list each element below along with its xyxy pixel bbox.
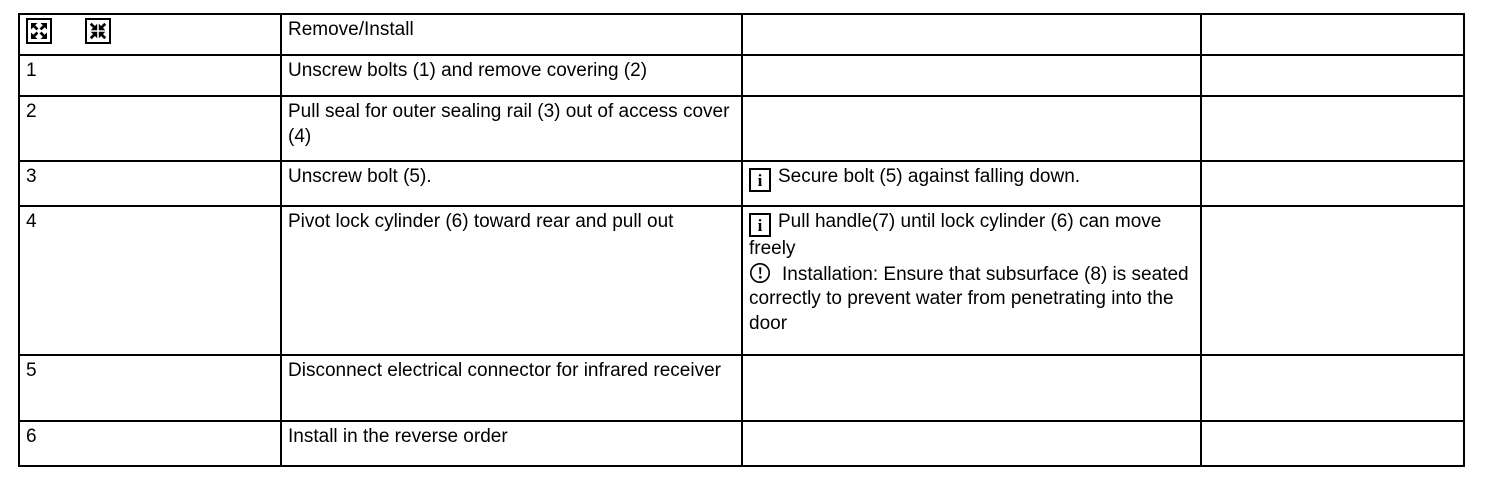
step-number: 2 — [18, 95, 282, 162]
table-row: 3 Unscrew bolt (5). i Secure bolt (5) aga… — [18, 160, 1465, 207]
header-blank-cell — [1200, 13, 1465, 56]
step-description: Disconnect electrical connector for infr… — [280, 354, 743, 422]
step-description: Unscrew bolts (1) and remove covering (2… — [280, 54, 743, 97]
step-description: Pull seal for outer sealing rail (3) out… — [280, 95, 743, 162]
procedure-table: Remove/Install 1 Unscrew bolts (1) and r… — [18, 13, 1465, 467]
attention-icon — [749, 262, 771, 284]
step-note — [741, 95, 1202, 162]
step-number: 5 — [18, 354, 282, 422]
note-text: Pull handle(7) until lock cylinder (6) c… — [749, 211, 1162, 259]
table-row: 4 Pivot lock cylinder (6) toward rear an… — [18, 205, 1465, 356]
table-row: 6 Install in the reverse order — [18, 420, 1465, 467]
table-row: 1 Unscrew bolts (1) and remove covering … — [18, 54, 1465, 97]
step-note — [741, 420, 1202, 467]
step-note — [741, 54, 1202, 97]
step-description: Install in the reverse order — [280, 420, 743, 467]
step-number: 6 — [18, 420, 282, 467]
table-row: 2 Pull seal for outer sealing rail (3) o… — [18, 95, 1465, 162]
note-text: Installation: Ensure that subsurface (8)… — [749, 263, 1189, 335]
step-number: 4 — [18, 205, 282, 356]
step-number: 1 — [18, 54, 282, 97]
step-blank — [1200, 54, 1465, 97]
step-description: Unscrew bolt (5). — [280, 160, 743, 207]
note-text: Secure bolt (5) against falling down. — [778, 166, 1081, 187]
step-blank — [1200, 160, 1465, 207]
step-note — [741, 354, 1202, 422]
step-blank — [1200, 205, 1465, 356]
install-icon — [85, 18, 112, 44]
note-line: Installation: Ensure that subsurface (8)… — [749, 262, 1194, 337]
step-blank — [1200, 354, 1465, 422]
info-icon: i — [749, 213, 771, 237]
note-line: i Secure bolt (5) against falling down. — [749, 165, 1194, 192]
info-icon: i — [749, 168, 771, 192]
table-row: 5 Disconnect electrical connector for in… — [18, 354, 1465, 422]
header-description-cell: Remove/Install — [280, 13, 743, 56]
table-header-row: Remove/Install — [18, 13, 1465, 56]
step-blank — [1200, 95, 1465, 162]
header-icons-cell — [18, 13, 282, 56]
step-note: i Secure bolt (5) against falling down. — [741, 160, 1202, 207]
header-note-cell — [741, 13, 1202, 56]
step-description: Pivot lock cylinder (6) toward rear and … — [280, 205, 743, 356]
step-number: 3 — [18, 160, 282, 207]
remove-icon — [26, 18, 52, 44]
step-blank — [1200, 420, 1465, 467]
header-icon-group — [26, 18, 274, 44]
